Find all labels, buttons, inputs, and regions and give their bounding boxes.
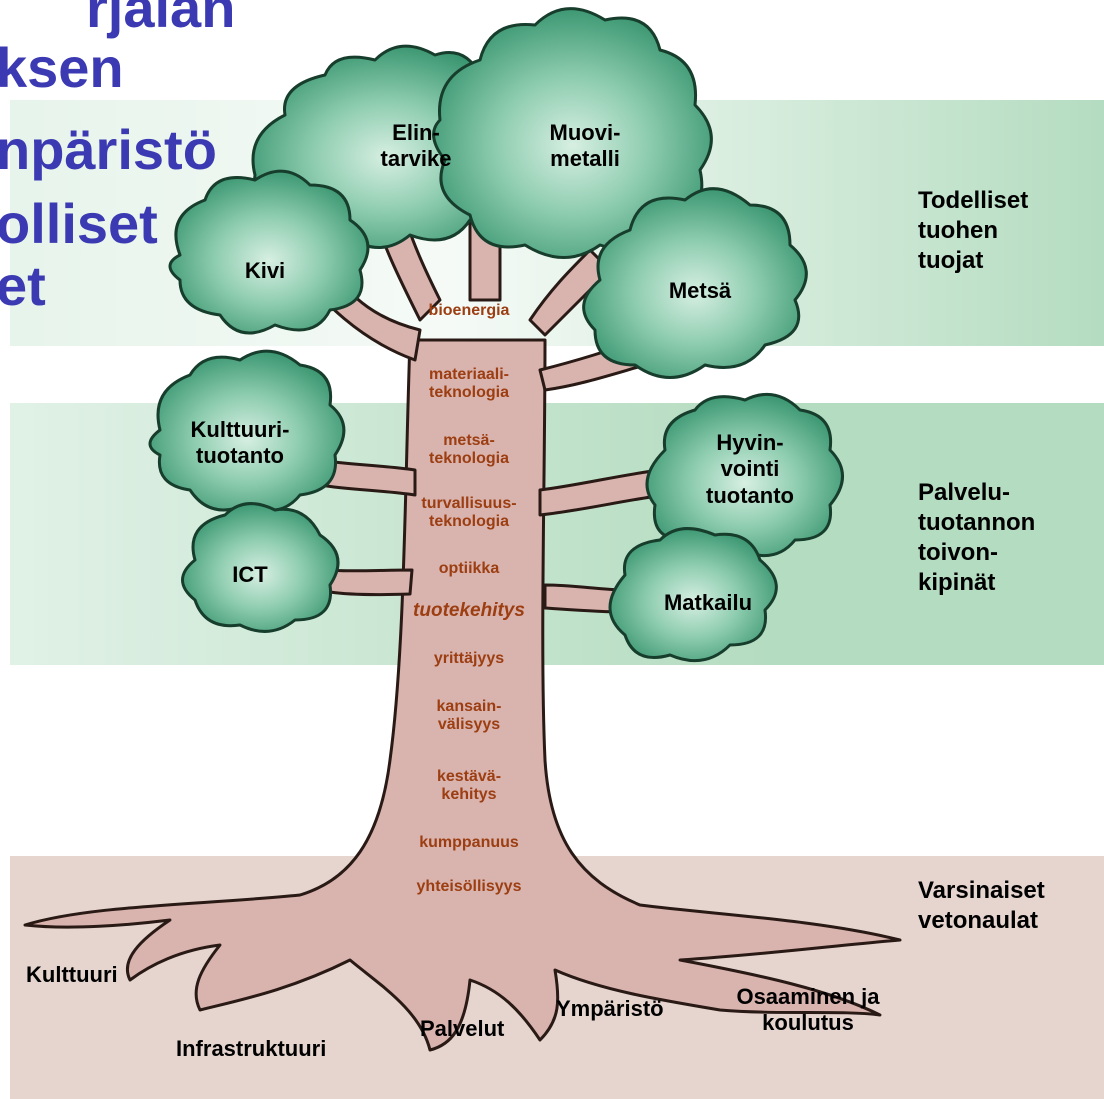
trunk-label-tuotekehitys: tuotekehitys (413, 600, 525, 621)
root-label-ymparisto: Ympäristö (556, 996, 664, 1021)
crown-muovimetalli (432, 7, 713, 259)
title-fragment-3: npäristö (0, 118, 217, 181)
trunk-label-yrittajyys: yrittäjyys (433, 650, 505, 667)
root-label-infrastruktuuri: Infrastruktuuri (176, 1036, 327, 1061)
crown-label-kulttuurituotanto: Kulttuuri- tuotanto (190, 417, 290, 469)
trunk-label-bioenergia: bioenergia (428, 302, 510, 319)
trunk-label-turvallisuusteknologia: turvallisuus- teknologia (421, 495, 517, 530)
crown-label-hyvinvointi: Hyvin- vointi tuotanto (706, 430, 794, 508)
side-label-varsinaiset-vetonaulat: Varsinaiset vetonaulat (918, 877, 1045, 934)
crown-kivi (168, 169, 370, 335)
trunk-label-metsateknologia: metsä- teknologia (428, 432, 509, 467)
foliage (148, 7, 844, 663)
crown-metsa (582, 187, 808, 379)
trunk-label-optiikka: optiikka (438, 560, 500, 577)
trunk-label-kestavakehitys: kestävä- kehitys (436, 768, 502, 803)
title-fragment-5: et (0, 254, 46, 317)
crown-matkailu (608, 527, 778, 663)
side-label-todelliset-tuohen-tuojat: Todelliset tuohen tuojat (918, 187, 1029, 274)
crown-label-metsa: Metsä (668, 278, 732, 303)
trunk-label-kansainvalisyys: kansain- välisyys (436, 698, 502, 733)
root-label-kulttuuri: Kulttuuri (26, 962, 118, 987)
title-fragment-4: olliset (0, 192, 158, 255)
crown-ict (181, 502, 340, 633)
title-fragment-1: rjalan (86, 0, 236, 39)
trunk-label-yhteisollisyys: yhteisöllisyys (416, 878, 522, 895)
crown-label-elintarvike: Elin- tarvike (380, 120, 452, 172)
title-fragment-2: ksen (0, 36, 124, 99)
root-label-palvelut: Palvelut (420, 1016, 505, 1041)
root-label-osaaminen-ja-koulutus: Osaaminen ja koulutus (736, 984, 880, 1036)
crown-label-matkailu: Matkailu (663, 590, 753, 615)
trunk-label-kumppanuus: kumppanuus (419, 834, 519, 851)
trunk-label-materiaaliteknologia: materiaali- teknologia (428, 366, 510, 401)
crown-label-muovimetalli: Muovi- metalli (549, 120, 621, 172)
side-label-palvelutuotannon-toivonkipinat: Palvelu- tuotannon toivon- kipinät (918, 479, 1036, 596)
crown-kulttuurituotanto (148, 349, 346, 513)
crown-label-ict: ICT (232, 562, 268, 587)
crown-label-kivi: Kivi (244, 258, 286, 283)
